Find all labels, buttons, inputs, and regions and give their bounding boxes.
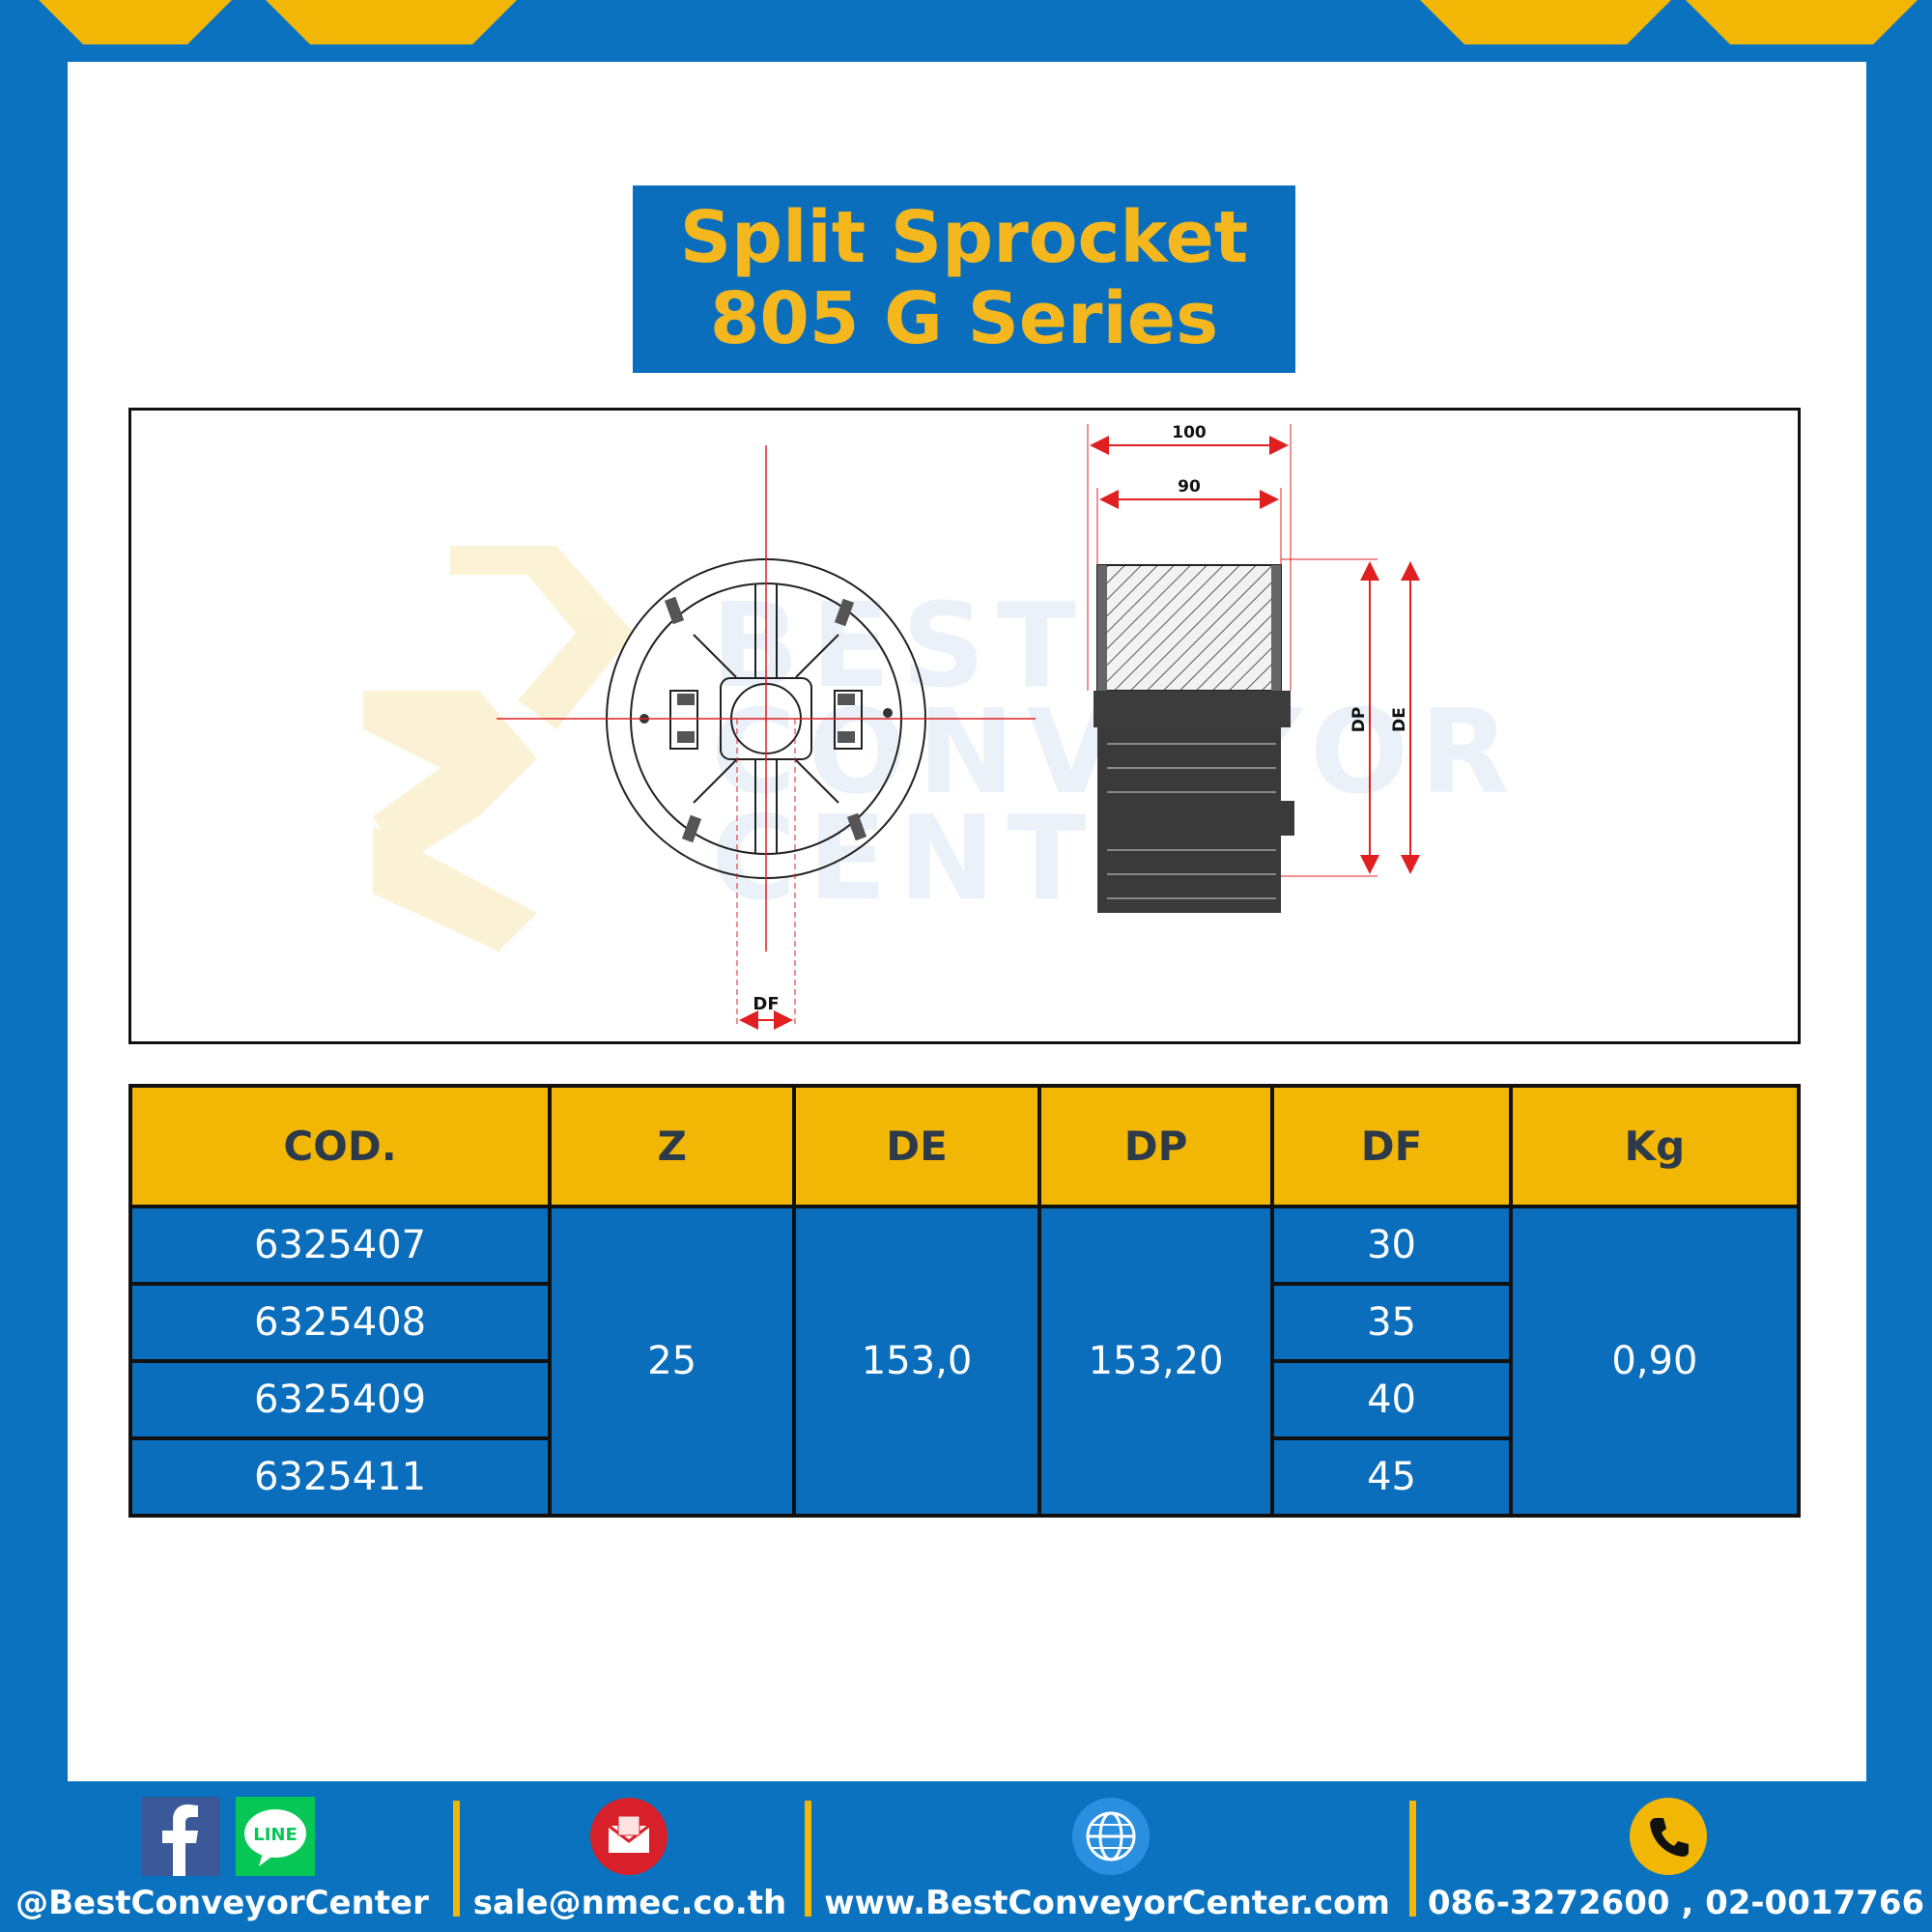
header-z: Z <box>548 1084 797 1208</box>
line-badge-text: LINE <box>253 1825 298 1845</box>
cell-df: 30 <box>1270 1205 1513 1286</box>
title-line-1: Split Sprocket <box>679 196 1249 279</box>
footer-social[interactable]: LINE @BestConveyorCenter <box>0 1781 444 1932</box>
website-url: www.BestConveyorCenter.com <box>824 1884 1390 1922</box>
cell-de: 153,0 <box>792 1205 1041 1518</box>
table-row: 6325409 40 <box>128 1359 1799 1440</box>
footer-phone[interactable]: 086-3272600 , 02-0017766 <box>1420 1781 1932 1932</box>
cell-df: 40 <box>1270 1359 1513 1440</box>
header-dp: DP <box>1037 1084 1275 1208</box>
header-kg: Kg <box>1508 1084 1802 1208</box>
cell-z: 25 <box>548 1205 797 1518</box>
table-row: 6325411 45 <box>128 1436 1799 1518</box>
footer-bar: LINE @BestConveyorCenter sale@nmec.co.th <box>0 1781 1932 1932</box>
cell-cod: 6325411 <box>128 1436 553 1518</box>
df-label: DF <box>753 994 779 1014</box>
top-stripe-right-2 <box>1686 0 1918 44</box>
cell-cod: 6325409 <box>128 1359 553 1440</box>
dp-label: DP <box>1350 707 1369 733</box>
cell-cod: 6325408 <box>128 1282 553 1363</box>
top-stripe-left-1 <box>39 0 232 44</box>
footer-separator <box>1409 1801 1416 1917</box>
line-icon: LINE <box>236 1797 315 1876</box>
cell-cod: 6325407 <box>128 1205 553 1286</box>
sprocket-side-view <box>1094 564 1294 913</box>
social-handle: @BestConveyorCenter <box>15 1884 429 1922</box>
technical-drawing: BEST CONVEYOR CENTER <box>128 408 1801 1044</box>
header-cod: COD. <box>128 1084 553 1208</box>
cell-df: 45 <box>1270 1436 1513 1518</box>
width-90-label: 90 <box>1178 477 1201 497</box>
top-stripe-right-1 <box>1420 0 1671 44</box>
width-100-label: 100 <box>1172 423 1207 442</box>
title-banner: Split Sprocket 805 G Series <box>633 185 1295 373</box>
watermark-logo <box>363 546 634 952</box>
footer-separator <box>805 1801 811 1917</box>
footer-website[interactable]: www.BestConveyorCenter.com <box>817 1781 1397 1932</box>
watermark-text-1: BEST <box>711 580 1088 714</box>
table-row: 6325407 25 153,0 153,20 30 0,90 <box>128 1205 1802 1518</box>
cell-kg: 0,90 <box>1508 1205 1802 1518</box>
drawing-svg: BEST CONVEYOR CENTER <box>363 423 1509 1030</box>
phone-icon <box>1630 1798 1707 1875</box>
header-df: DF <box>1270 1084 1513 1208</box>
table-row: 6325408 35 <box>128 1282 1799 1363</box>
cell-dp: 153,20 <box>1037 1205 1275 1518</box>
cell-df: 35 <box>1270 1282 1513 1363</box>
facebook-icon <box>141 1797 220 1876</box>
globe-icon <box>1072 1798 1150 1875</box>
top-stripe-left-2 <box>266 0 517 44</box>
table-header-row: COD. Z DE DP DF Kg <box>128 1084 1802 1208</box>
email-icon <box>590 1798 668 1875</box>
title-line-2: 805 G Series <box>709 277 1219 360</box>
phone-numbers: 086-3272600 , 02-0017766 <box>1427 1884 1925 1922</box>
header-de: DE <box>792 1084 1041 1208</box>
email-address: sale@nmec.co.th <box>472 1884 787 1922</box>
spec-table: COD. Z DE DP DF Kg 6325407 25 153,0 153,… <box>128 1084 1802 1518</box>
footer-email[interactable]: sale@nmec.co.th <box>466 1781 794 1932</box>
de-label: DE <box>1390 707 1409 732</box>
footer-separator <box>453 1801 460 1917</box>
